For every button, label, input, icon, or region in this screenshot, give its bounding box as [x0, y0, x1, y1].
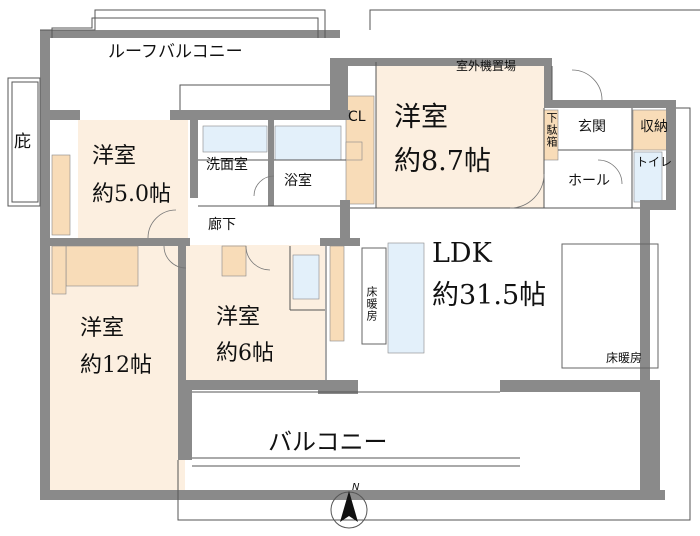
door-swings	[147, 69, 623, 271]
eaves-outline	[7, 77, 41, 207]
label-room-3-size: 約12帖	[80, 353, 152, 378]
label-room-4-type: 洋室	[216, 305, 261, 330]
upper-right-fence	[369, 9, 700, 30]
label-north: N	[352, 482, 360, 493]
closet-small-fill	[345, 141, 363, 161]
label-room-1-type: 洋室	[394, 102, 448, 133]
north-arrow-icon	[340, 491, 358, 522]
label-balcony: バルコニー	[268, 428, 388, 456]
label-room-2-type: 洋室	[92, 144, 137, 169]
label-room-2-size: 約5.0帖	[92, 182, 171, 207]
label-hall: ホール	[568, 173, 610, 189]
label-ldk: LDK	[432, 238, 492, 269]
closet-ldk-fill	[329, 245, 345, 342]
room-western-5.0-fill	[78, 120, 188, 238]
roof-balcony-outline	[40, 9, 326, 38]
toilet-main-fill	[633, 151, 663, 203]
room-western-8.7-fill	[376, 62, 544, 208]
label-washroom: 洗面室	[206, 157, 248, 173]
closet-r3-left-fill	[51, 245, 67, 295]
wet-area-fills	[202, 125, 663, 354]
label-bath: 浴室	[284, 173, 312, 189]
outlines	[7, 9, 700, 529]
roof-balcony-inner	[51, 17, 319, 38]
label-corridor: 廊下	[208, 217, 236, 233]
balcony-outline	[177, 460, 665, 521]
label-floor-heating-area: 床暖房	[606, 351, 643, 365]
label-storage: 収納	[640, 119, 668, 135]
kitchen-sink-fill	[387, 242, 425, 354]
label-toilet: トイレ	[636, 155, 673, 169]
label-entrance: 玄関	[578, 119, 606, 135]
label-outdoor-unit: 室外機置場	[456, 59, 517, 73]
eaves-inner	[11, 81, 39, 203]
label-shoe-box: 下駄箱	[545, 112, 558, 148]
label-room-1-size: 約8.7帖	[394, 146, 491, 177]
label-room-4-size: 約6帖	[216, 341, 274, 366]
closet-r2-fill	[51, 154, 71, 236]
bathtub-fill	[274, 125, 342, 161]
roof-balcony-step	[179, 84, 330, 110]
closet-storage-fill	[632, 109, 672, 151]
label-closet: CL	[348, 109, 366, 125]
toilet-r4-fill	[292, 254, 320, 300]
ldk-floor-heating-strip	[361, 247, 387, 345]
closet-r4-fill	[221, 245, 247, 277]
walls	[40, 30, 676, 500]
label-roof-balcony: ルーフバルコニー	[108, 42, 243, 62]
ldk-floor-heating-area	[561, 243, 659, 369]
label-room-3-type: 洋室	[80, 316, 125, 341]
closet-r3-top-fill	[65, 245, 139, 287]
label-floor-heating-strip: 床暖房	[365, 286, 378, 322]
label-eaves: 庇	[14, 132, 31, 152]
wash-basin-fill	[202, 125, 268, 153]
right-fence	[665, 107, 691, 521]
closet-fills	[51, 95, 672, 342]
label-ldk-size: 約31.5帖	[432, 280, 547, 311]
